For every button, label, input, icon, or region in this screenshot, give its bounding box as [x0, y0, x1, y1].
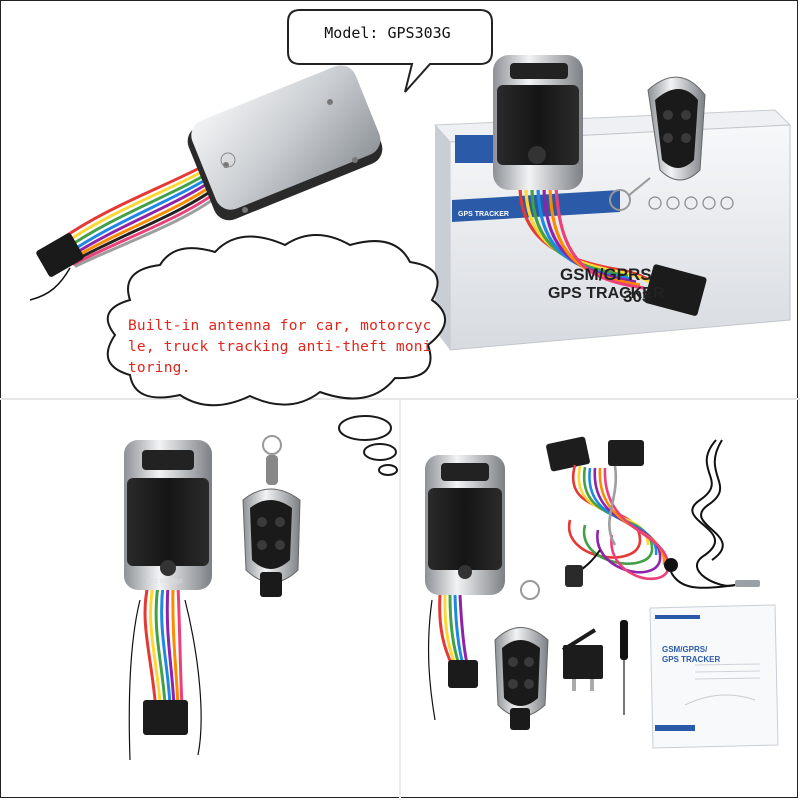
- black-tracker-with-remote: [124, 435, 301, 761]
- box-strip-label: GPS TRACKER: [458, 211, 509, 218]
- box-label-gsm: GSM/GPRS: [560, 265, 652, 284]
- silver-tracker-device: [29, 65, 383, 301]
- model-callout-bubble: [287, 9, 493, 93]
- box-label-model: 303: [623, 287, 651, 306]
- manual-title-line2: GPS TRACKER: [662, 655, 720, 664]
- divider-horizontal: [0, 398, 800, 400]
- divider-vertical: [399, 400, 401, 800]
- device-logo-text: GPS TRACKER: [147, 579, 183, 585]
- model-callout-text: Model: GPS303G: [324, 24, 451, 42]
- feature-cloud-text: Built-in antenna for car, motorcycle, tr…: [128, 318, 432, 376]
- packaged-tracker-box: [433, 55, 792, 351]
- feature-thought-cloud: [106, 234, 447, 476]
- tracker-kit-contents: [425, 436, 779, 749]
- manual-title-line1: GSM/GPRS/: [662, 645, 708, 654]
- box-label-gps: GPS TRACKER: [548, 285, 665, 302]
